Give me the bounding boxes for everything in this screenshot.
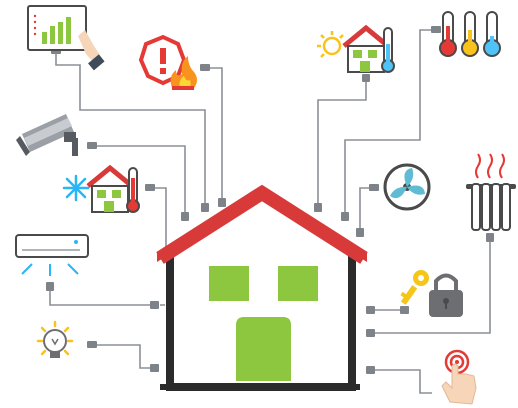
key-lock-icon: [400, 270, 463, 317]
wire-bulb: [92, 344, 152, 369]
thermometers-icon: [439, 11, 501, 57]
fire-alarm-icon: [138, 34, 197, 90]
wires: [49, 29, 491, 394]
wire-sun-house: [317, 78, 367, 205]
wire-air-conditioner: [49, 287, 150, 306]
air-conditioner-icon: [15, 234, 89, 276]
security-camera-icon: [16, 114, 78, 156]
sun-house-thermometer-icon: [317, 24, 395, 73]
wire-snow-house: [150, 187, 167, 306]
wire-fan: [359, 187, 374, 232]
wire-touch: [375, 369, 432, 394]
wire-camera: [92, 145, 186, 212]
wire-fire-alarm: [205, 67, 223, 205]
radiator-icon: [466, 153, 516, 231]
wire-thermometers: [344, 29, 436, 212]
fan-icon: [383, 163, 431, 211]
house-window-right: [278, 266, 318, 301]
snow-house-thermometer-icon: [62, 164, 140, 213]
wire-radiator: [375, 238, 491, 334]
wire-tablet: [55, 50, 206, 205]
touch-target-icon: [441, 349, 477, 405]
smart-house-icon: [156, 184, 368, 391]
light-bulb-icon: [36, 320, 74, 358]
house-door: [236, 317, 291, 381]
house-window-left: [209, 266, 249, 301]
tablet-chart-icon: [27, 5, 105, 71]
